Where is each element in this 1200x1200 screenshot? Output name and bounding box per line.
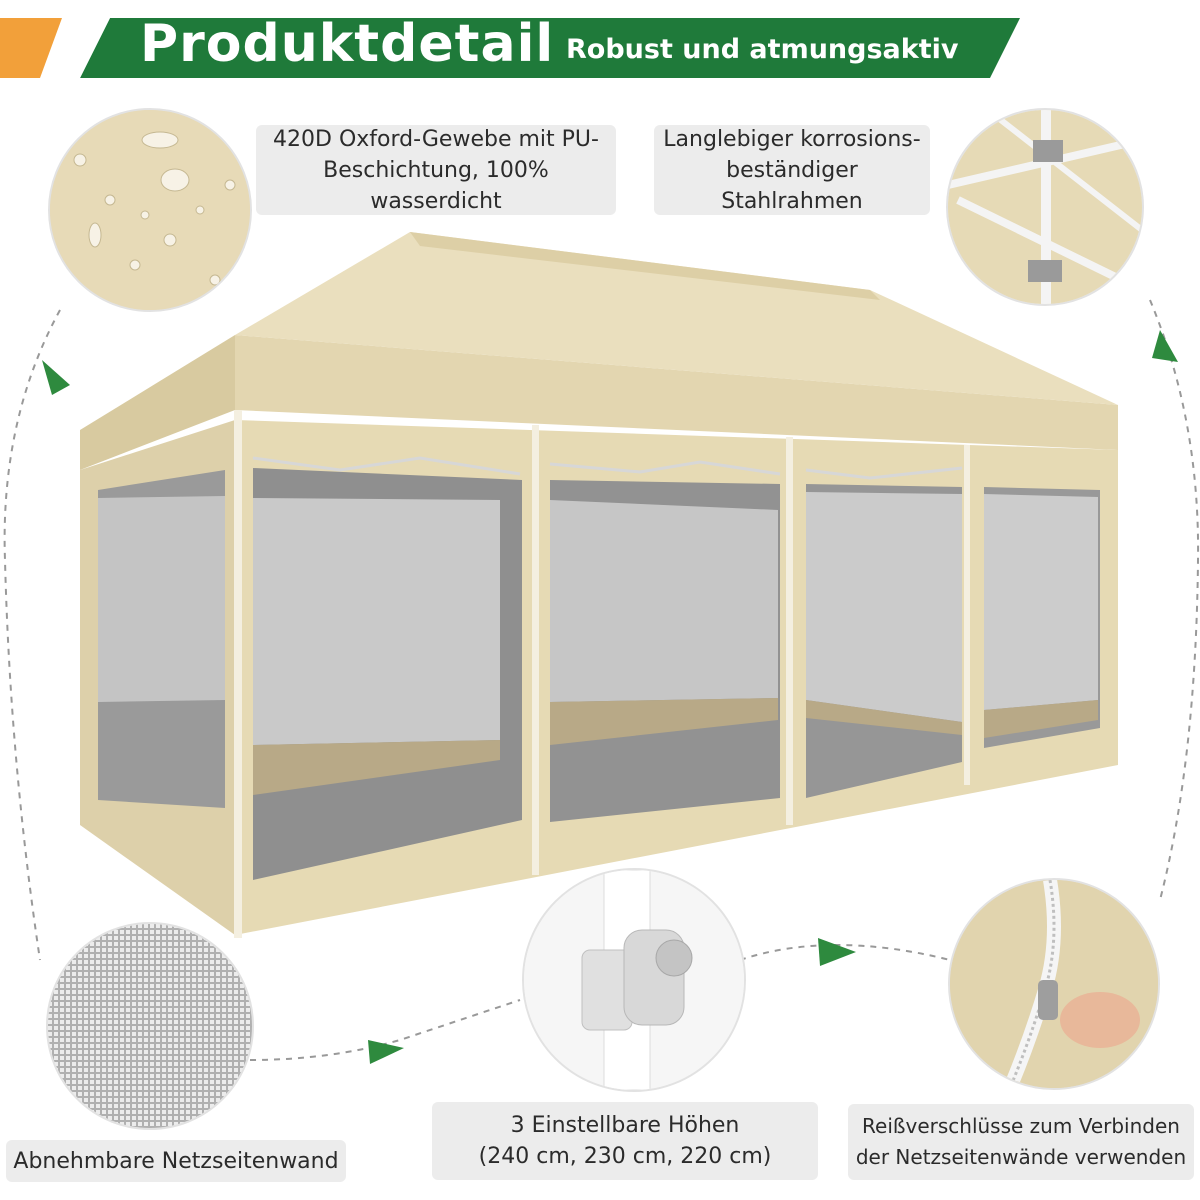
- fabric-line-2: Beschichtung, 100% wasserdicht: [323, 157, 549, 214]
- mesh-fabric-icon: [46, 922, 254, 1130]
- arrow-up-left: [42, 360, 70, 395]
- steel-frame-joint-icon: [946, 108, 1144, 306]
- page-title: Produktdetail: [140, 14, 555, 74]
- arrow-right-bottom-right: [818, 938, 856, 966]
- mesh-line-1: Abnehmbare Netzseitenwand: [13, 1148, 339, 1174]
- frame-line-2: beständiger Stahlrahmen: [721, 157, 863, 214]
- frame-line-1: Langlebiger korrosions-: [663, 126, 921, 152]
- zipper-icon: [948, 878, 1160, 1090]
- zipper-feature-label: Reißverschlüsse zum Verbinden der Netzse…: [848, 1104, 1194, 1180]
- fabric-line-1: 420D Oxford-Gewebe mit PU-: [273, 126, 599, 152]
- water-droplets-icon: [48, 108, 252, 312]
- height-adjust-clip-icon: [522, 868, 746, 1092]
- height-line-1: 3 Einstellbare Höhen: [510, 1113, 740, 1138]
- arrow-up-right: [1152, 330, 1178, 362]
- arrow-right-bottom-left: [368, 1040, 404, 1064]
- zipper-line-2: der Netzseitenwände verwenden: [855, 1145, 1187, 1169]
- height-feature-label: 3 Einstellbare Höhen (240 cm, 230 cm, 22…: [432, 1102, 818, 1180]
- page-subtitle: Robust und atmungsaktiv: [566, 34, 959, 65]
- mesh-feature-label: Abnehmbare Netzseitenwand: [6, 1140, 346, 1182]
- fabric-feature-label: 420D Oxford-Gewebe mit PU- Beschichtung,…: [256, 125, 616, 215]
- zipper-line-1: Reißverschlüsse zum Verbinden: [862, 1114, 1180, 1138]
- banner-shape: [0, 18, 1020, 78]
- header-banner: Produktdetail Robust und atmungsaktiv: [0, 0, 1200, 95]
- height-line-2: (240 cm, 230 cm, 220 cm): [478, 1144, 772, 1169]
- frame-feature-label: Langlebiger korrosions- beständiger Stah…: [654, 125, 930, 215]
